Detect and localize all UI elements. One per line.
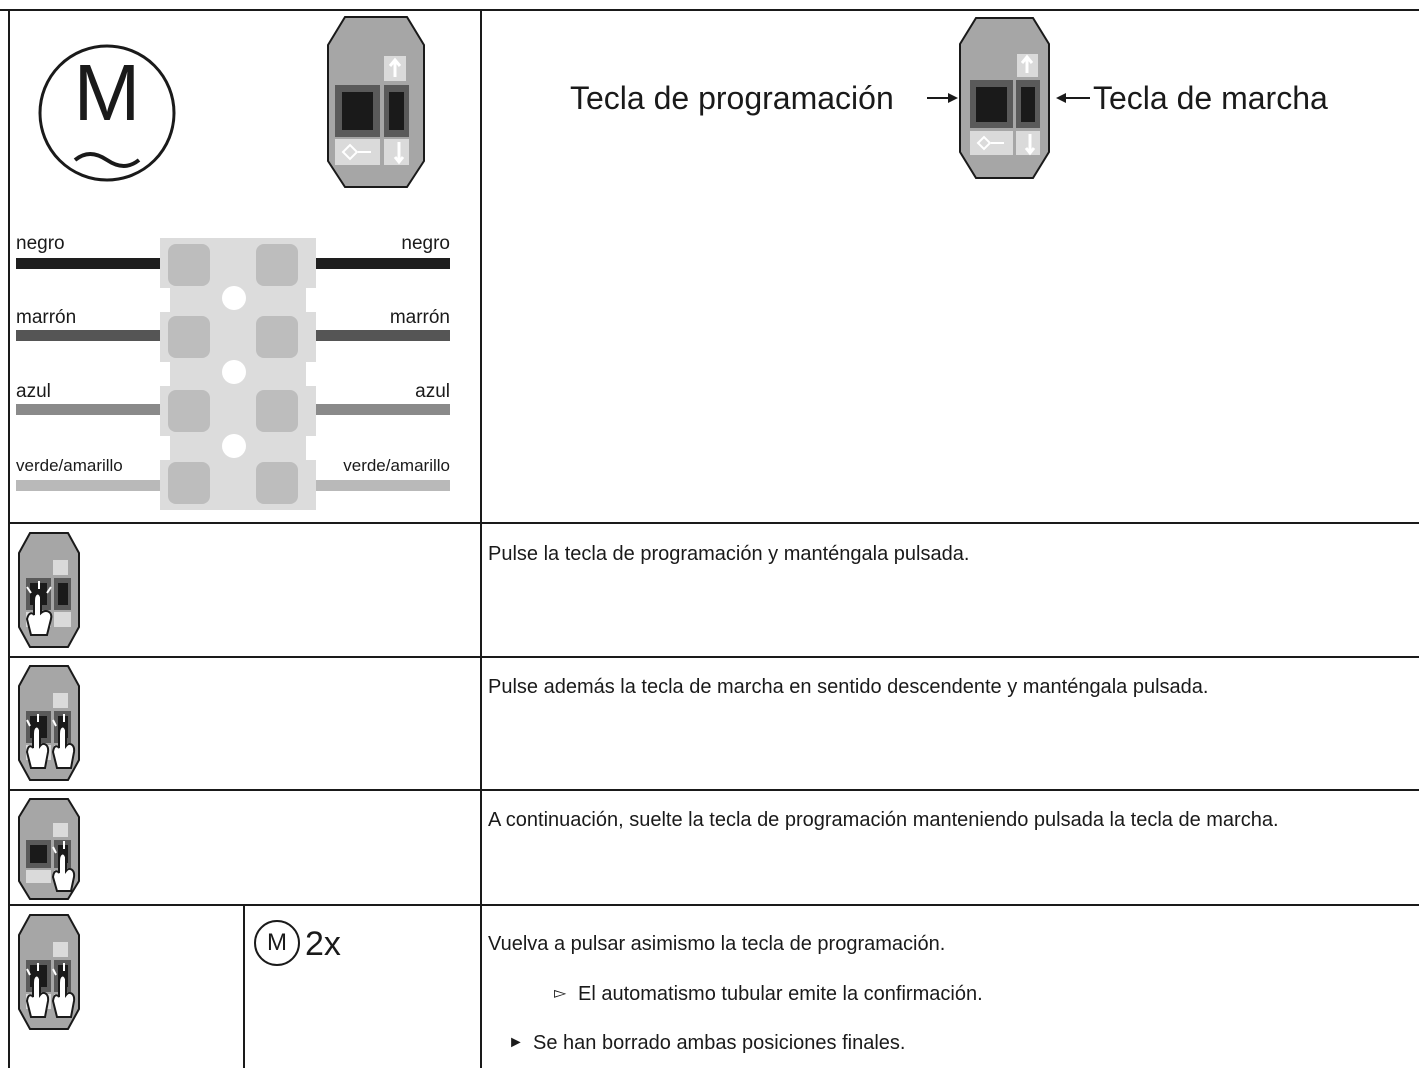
result-text: El automatismo tubular emite la confirma… xyxy=(578,983,983,1005)
terminal-block xyxy=(16,238,450,510)
wire-brown-left xyxy=(16,330,168,341)
column-divider xyxy=(480,9,482,1068)
step-4-text: Vuelva a pulsar asimismo la tecla de pro… xyxy=(488,933,946,955)
result-marker-icon: ▻ xyxy=(554,985,567,1002)
wire-label-right-2: marrón xyxy=(389,307,450,328)
release-programming-key-icon xyxy=(18,798,80,900)
wire-blue-right xyxy=(306,404,450,415)
wire-black-right xyxy=(306,258,450,269)
wire-label-right-1: negro xyxy=(401,233,450,254)
wire-label-right-4: verde/amarillo xyxy=(343,456,450,475)
sub-column-divider xyxy=(243,904,245,1068)
wire-brown-right xyxy=(306,330,450,341)
outcome-text: Se han borrado ambas posiciones finales. xyxy=(533,1032,906,1054)
wire-greenyellow-left xyxy=(16,480,168,491)
programming-key-label: Tecla de programación xyxy=(570,80,894,116)
row-divider-2 xyxy=(8,656,1419,658)
run-key-label: Tecla de marcha xyxy=(1093,80,1328,116)
wire-label-right-3: azul xyxy=(415,381,450,402)
row-divider-4 xyxy=(8,904,1419,906)
wire-greenyellow-right xyxy=(306,480,450,491)
wire-label-left-1: negro xyxy=(16,233,65,254)
step-2-text: Pulse además la tecla de marcha en senti… xyxy=(488,676,1209,698)
row-divider-3 xyxy=(8,789,1419,791)
step-1-text: Pulse la tecla de programación y manténg… xyxy=(488,543,970,565)
step-3-text: A continuación, suelte la tecla de progr… xyxy=(488,809,1279,831)
outcome-marker-icon: ► xyxy=(508,1034,524,1051)
wire-black-left xyxy=(16,258,168,269)
press-programming-key-icon xyxy=(18,532,80,648)
press-both-keys-icon xyxy=(18,665,80,781)
wire-label-left-4: verde/amarillo xyxy=(16,456,123,475)
motor-small-icon xyxy=(254,920,300,966)
table-border-top xyxy=(0,9,1419,11)
wire-blue-left xyxy=(16,404,168,415)
row-divider-1 xyxy=(8,522,1419,524)
repeat-count: 2x xyxy=(305,925,341,963)
motor-symbol-icon xyxy=(38,44,176,182)
control-unit-labelled-icon xyxy=(927,17,1090,179)
motor-small-letter: M xyxy=(267,929,287,956)
wire-label-left-3: azul xyxy=(16,381,51,402)
wire-label-left-2: marrón xyxy=(16,307,77,328)
motor-symbol-letter: M xyxy=(73,48,141,137)
press-programming-key-again-icon xyxy=(18,914,80,1030)
control-unit-icon xyxy=(327,16,425,188)
table-border-left xyxy=(8,9,10,1068)
